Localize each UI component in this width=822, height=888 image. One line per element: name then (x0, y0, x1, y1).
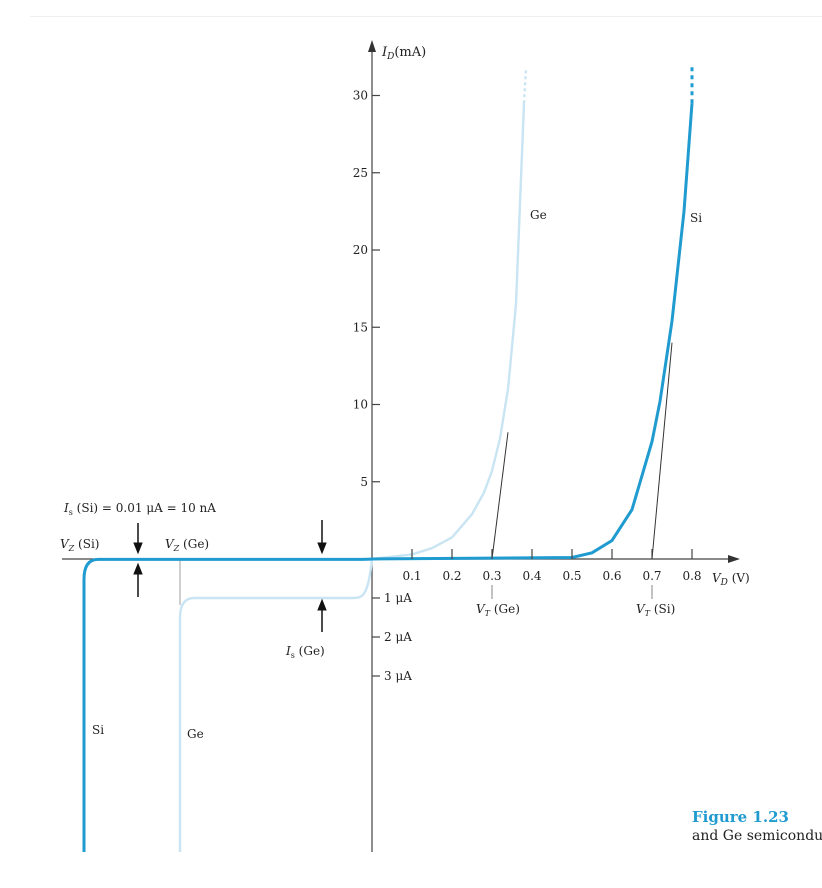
x-tick-label-3: 0.4 (522, 569, 541, 583)
si-reverse-label: Si (92, 723, 104, 737)
top-divider (30, 16, 822, 17)
x-tick-label-2: 0.3 (482, 569, 501, 583)
helper-lines (179, 342, 673, 605)
figure-caption: Figure 1.23 and Ge semiconductor (692, 808, 822, 844)
is-ge-arrowhead-down (317, 542, 327, 555)
y-tick-label-3: 20 (353, 243, 368, 257)
x-tick-label-0: 0.1 (402, 569, 421, 583)
ticks: 5 10 15 20 25 30 1 μA 2 μA 3 μA 0.1 0.2 0.3 0.4 0.5 0.… (353, 89, 702, 684)
x-tick-label-6: 0.7 (642, 569, 661, 583)
reverse-tick-label-2: 3 μA (384, 669, 412, 683)
reverse-tick-label-0: 1 μA (384, 591, 412, 605)
is-si-arrowhead-up (133, 562, 143, 575)
y-tick-label-2: 15 (353, 320, 368, 334)
y-tick-label-0: 5 (360, 475, 368, 489)
si-reverse-curve (82, 557, 373, 852)
x-axis-arrow (728, 555, 740, 563)
vz-ge-label: VZ (Ge) (165, 537, 209, 553)
is-si-annotation: Is (Si) = 0.01 μA = 10 nA (63, 501, 216, 517)
axes (62, 40, 740, 852)
y-tick-label-5: 30 (353, 89, 368, 103)
y-tick-label-1: 10 (353, 398, 368, 412)
figure-number: Figure 1.23 (692, 808, 789, 826)
ge-reverse-label: Ge (187, 727, 204, 741)
ge-forward-curve (371, 103, 526, 561)
x-tick-label-1: 0.2 (442, 569, 461, 583)
vt-si-label: VT (Si) (636, 602, 675, 618)
si-forward-label: Si (690, 211, 702, 225)
vz-si-label: VZ (Si) (60, 537, 99, 553)
y-axis-arrow (368, 40, 376, 52)
si-forward-curve (371, 103, 694, 561)
x-tick-label-4: 0.5 (562, 569, 581, 583)
curves (82, 64, 694, 852)
y-axis-label: ID(mA) (381, 45, 426, 62)
reverse-tick-label-1: 2 μA (384, 630, 412, 644)
x-tick-label-7: 0.8 (682, 569, 701, 583)
ge-reverse-curve (178, 558, 374, 852)
arrows (133, 520, 327, 632)
x-axis-label: VD (V) (712, 571, 750, 588)
y-tick-label-4: 25 (353, 166, 368, 180)
is-ge-annotation: Is (Ge) (285, 644, 325, 660)
ge-forward-label: Ge (530, 208, 547, 222)
is-si-arrowhead-1 (133, 542, 143, 555)
is-ge-arrowhead-up (317, 598, 327, 611)
figure-text: and Ge semiconductor (692, 828, 822, 844)
ge-forward-continuation (522, 69, 528, 104)
x-tick-label-5: 0.6 (602, 569, 621, 583)
ge-threshold-line (491, 432, 509, 560)
si-threshold-line (651, 342, 673, 560)
vt-ge-label: VT (Ge) (476, 602, 520, 618)
